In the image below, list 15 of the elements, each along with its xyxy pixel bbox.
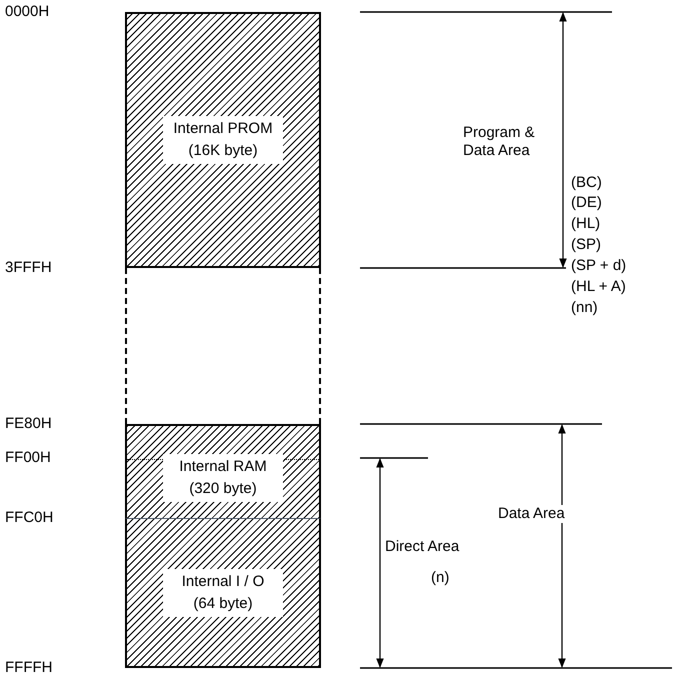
block-label: Internal PROM (16K byte) bbox=[163, 116, 283, 164]
addressing-mode-label: (DE) bbox=[570, 194, 603, 212]
memory-block bbox=[125, 518, 321, 668]
addressing-mode-label: (BC) bbox=[570, 174, 603, 192]
block-label: Internal I / O (64 byte) bbox=[163, 568, 283, 616]
addressing-mode-label: (SP) bbox=[570, 236, 602, 254]
area-label: (n) bbox=[430, 569, 450, 587]
addressing-mode-label: (SP + d) bbox=[570, 257, 628, 275]
block-label: Internal RAM (320 byte) bbox=[163, 454, 283, 502]
area-label: Data Area bbox=[497, 505, 566, 523]
addressing-mode-label: (HL + A) bbox=[570, 278, 627, 296]
memory-block bbox=[125, 12, 321, 268]
addressing-mode-label: (nn) bbox=[570, 299, 599, 317]
addressing-mode-label: (HL) bbox=[570, 215, 602, 233]
memory-block bbox=[125, 424, 321, 518]
